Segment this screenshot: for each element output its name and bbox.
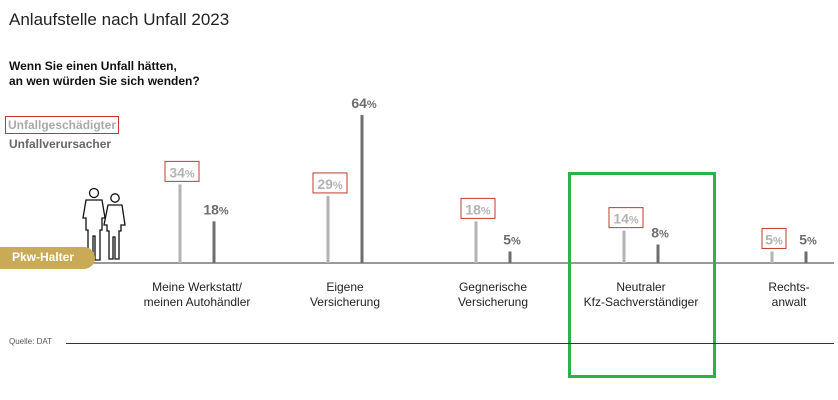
data-label-verursacher-1: 64% <box>351 95 377 111</box>
data-label-geschaedigter-4: 5% <box>765 231 783 247</box>
category-label-4-0: Rechts- <box>768 280 809 294</box>
badge-label: Pkw-Halter <box>12 250 75 264</box>
data-label-geschaedigter-2: 18% <box>465 201 491 217</box>
data-label-box-1 <box>312 172 348 194</box>
data-label-box-0 <box>164 160 200 182</box>
category-label-0-0: Meine Werkstatt/ <box>152 280 242 294</box>
legend-unfallverursacher: Unfallverursacher <box>9 137 112 151</box>
data-label-verursacher-0: 18% <box>203 201 229 217</box>
question-line-2: an wen würden Sie sich wenden? <box>9 74 200 88</box>
category-label-2-1: Versicherung <box>458 295 528 309</box>
data-label-verursacher-4: 5% <box>799 231 817 247</box>
chart-title: Anlaufstelle nach Unfall 2023 <box>9 10 230 29</box>
category-label-4-1: anwalt <box>772 295 807 309</box>
source-note: Quelle: DAT <box>9 337 52 346</box>
category-label-1-0: Eigene <box>326 280 364 294</box>
data-label-box-4 <box>761 227 787 249</box>
category-label-3-1: Kfz-Sachverständiger <box>584 295 699 309</box>
pkw-halter-badge: Pkw-Halter <box>0 247 95 269</box>
source-rule <box>66 343 834 344</box>
category-label-1-1: Versicherung <box>310 295 380 309</box>
data-label-geschaedigter-0: 34% <box>169 164 195 180</box>
data-label-verursacher-3: 8% <box>651 225 669 241</box>
highlight-box <box>568 172 716 378</box>
data-label-geschaedigter-1: 29% <box>317 176 343 192</box>
question-line-1: Wenn Sie einen Unfall hätten, <box>9 59 177 73</box>
data-label-geschaedigter-3: 14% <box>613 211 639 227</box>
data-label-box-2 <box>460 197 496 219</box>
people-silhouette-icon <box>82 187 126 261</box>
legend-unfallgeschaedigter: Unfallgeschädigter <box>5 116 120 134</box>
category-label-2-0: Gegnerische <box>459 280 527 294</box>
category-label-0-1: meinen Autohändler <box>144 295 251 309</box>
data-label-verursacher-2: 5% <box>503 231 521 247</box>
category-label-3-0: Neutraler <box>616 280 665 294</box>
chart-question: Wenn Sie einen Unfall hätten, an wen wür… <box>9 59 200 89</box>
data-label-box-3 <box>608 207 644 229</box>
